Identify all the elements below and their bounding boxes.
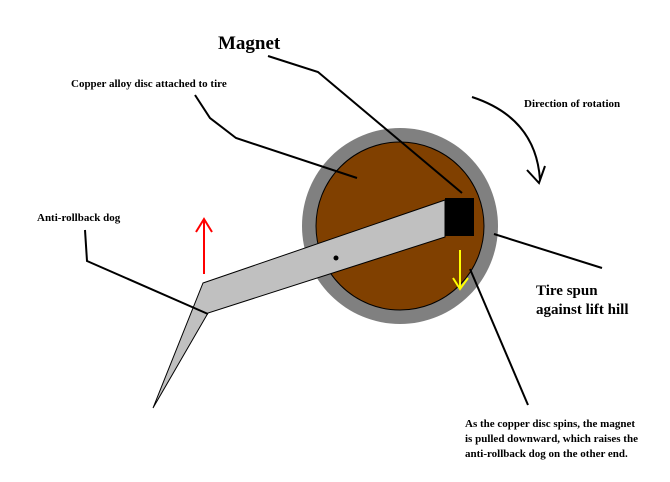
anti-rollback-dog-label: Anti-rollback dog — [37, 212, 121, 224]
copper-disc-leader-line — [194, 94, 358, 179]
down-arrow-icon — [452, 250, 469, 291]
tire-leader-line — [493, 233, 603, 269]
pivot-point — [333, 255, 339, 261]
magnet-block — [445, 198, 474, 236]
rotation-arrow-icon — [471, 96, 546, 185]
direction-label: Direction of rotation — [524, 98, 621, 110]
explanation-line1: As the copper disc spins, the magnet — [465, 418, 636, 430]
leader-lines — [84, 55, 603, 406]
explanation-line3: anti-rollback dog on the other end. — [465, 448, 628, 460]
anti-rollback-dog — [152, 199, 446, 409]
tire-label-line2: against lift hill — [536, 302, 629, 318]
explanation-leader-line — [469, 268, 529, 406]
copper-disc-label: Copper alloy disc attached to tire — [71, 78, 227, 90]
dog-leader-line — [84, 229, 209, 315]
tire-label-line1: Tire spun — [536, 283, 598, 299]
magnet-label: Magnet — [218, 33, 281, 54]
explanation-line2: is pulled downward, which raises the — [465, 433, 638, 445]
magnet-leader-line — [267, 55, 463, 194]
up-arrow-icon — [195, 217, 213, 274]
